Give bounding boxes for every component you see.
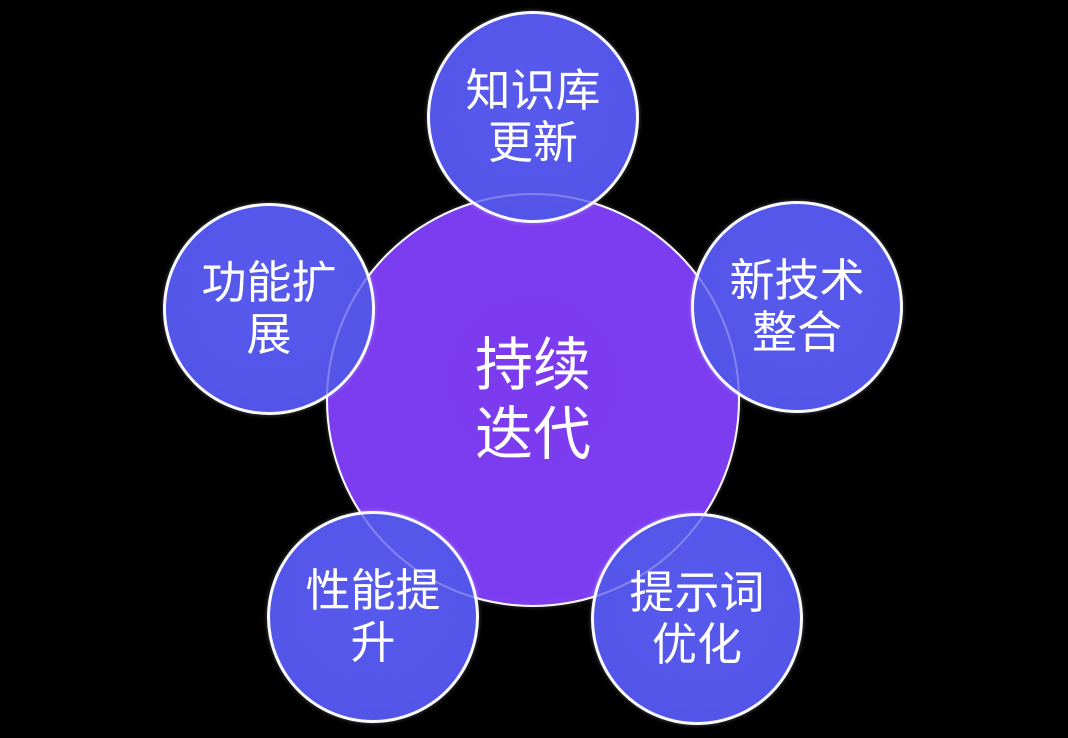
satellite-label-line2: 优化	[651, 620, 742, 670]
satellite-circle-knowledge-base-update: 知识库 更新	[427, 11, 639, 223]
satellite-label-line2: 整合	[751, 308, 842, 358]
satellite-circle-new-technology-integration: 新技术 整合	[691, 201, 903, 413]
center-circle-label-line2: 迭代	[474, 402, 591, 467]
satellite-circle-feature-expansion: 功能扩 展	[163, 203, 375, 415]
satellite-label-line1: 新技术	[729, 256, 865, 306]
satellite-label-line2: 更新	[487, 118, 578, 168]
satellite-label-line1: 知识库	[465, 66, 601, 116]
satellite-circle-performance-improvement: 性能提 升	[267, 511, 479, 723]
satellite-label-line2: 展	[246, 310, 292, 360]
satellite-label-line1: 功能扩	[201, 258, 337, 308]
satellite-label-line2: 升	[350, 618, 396, 668]
satellite-label-line1: 提示词	[629, 568, 765, 618]
satellite-circle-prompt-optimization: 提示词 优化	[591, 513, 803, 725]
center-circle-label-line1: 持续	[474, 333, 591, 398]
satellite-label-line1: 性能提	[305, 566, 441, 616]
